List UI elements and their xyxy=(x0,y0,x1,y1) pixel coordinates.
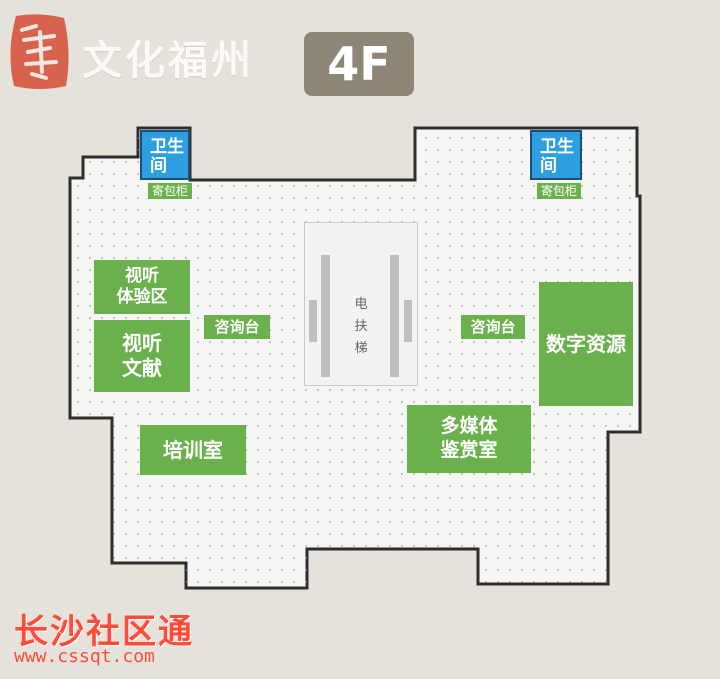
restroom-left: 卫生 间 xyxy=(140,130,190,180)
escalator-rail xyxy=(404,300,412,342)
watermark-url: www.cssqt.com xyxy=(14,646,155,667)
watermark-title: 长沙社区通 xyxy=(14,612,194,652)
app-title: 文化福州 xyxy=(82,38,254,84)
room-training: 培训室 xyxy=(140,425,246,475)
room-info-desk-left: 咨询台 xyxy=(204,315,270,339)
locker-right: 寄包柜 xyxy=(537,183,581,199)
room-digital-resources: 数字资源 xyxy=(539,282,633,406)
locker-left: 寄包柜 xyxy=(148,183,192,199)
seal-stamp-icon xyxy=(10,14,69,89)
escalator-rail xyxy=(390,255,399,377)
room-info-desk-right: 咨询台 xyxy=(461,315,525,339)
escalator-rail xyxy=(321,255,330,377)
room-multimedia: 多媒体 鉴赏室 xyxy=(407,405,531,473)
room-av-experience: 视听 体验区 xyxy=(94,260,190,314)
header: 文化福州 4F xyxy=(0,0,720,110)
escalator-rail xyxy=(309,300,317,342)
escalator-label: 电 扶 梯 xyxy=(354,297,368,356)
room-av-literature: 视听 文献 xyxy=(94,320,190,392)
restroom-right: 卫生 间 xyxy=(530,130,582,180)
floor-badge: 4F xyxy=(304,32,414,96)
